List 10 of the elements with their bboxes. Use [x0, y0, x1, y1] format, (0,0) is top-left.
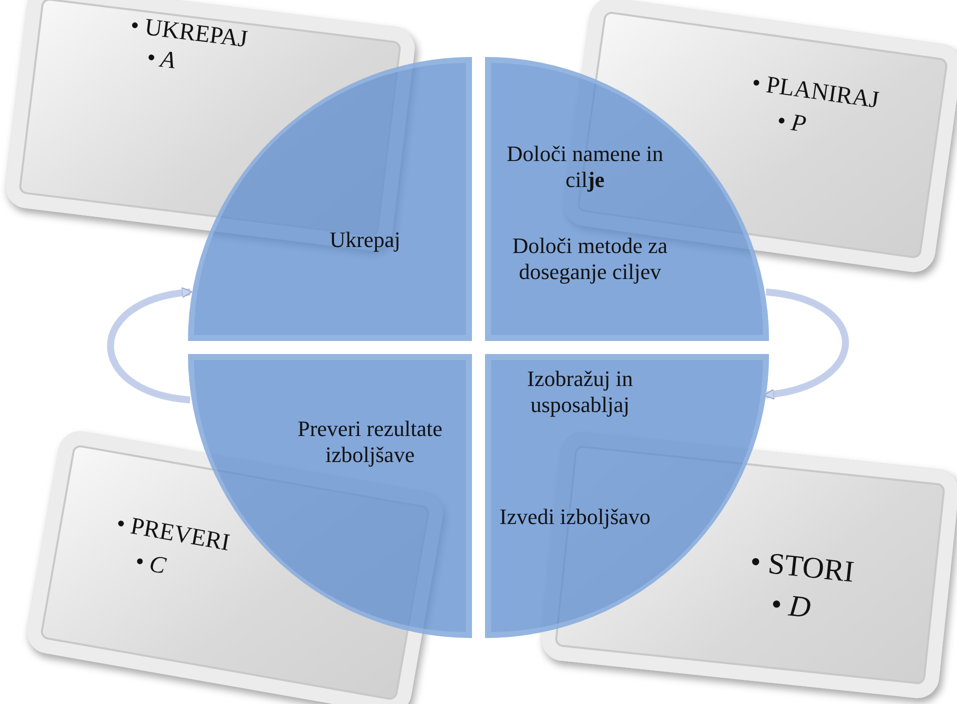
stage-letter: • D [769, 588, 812, 626]
curved-arrow [107, 288, 192, 404]
curved-arrow [764, 288, 849, 400]
step-text: Določi metode za doseganje ciljev [511, 233, 669, 285]
step-text: Izvedi izboljšavo [498, 504, 652, 530]
step-text: Ukrepaj [328, 227, 402, 253]
step-text: Preveri rezultate izboljšave [296, 416, 444, 468]
step-text: Določi namene in cilje [506, 141, 664, 193]
step-text: Izobražuj in usposabljaj [526, 366, 634, 418]
stage-name: • STORI [748, 545, 856, 590]
